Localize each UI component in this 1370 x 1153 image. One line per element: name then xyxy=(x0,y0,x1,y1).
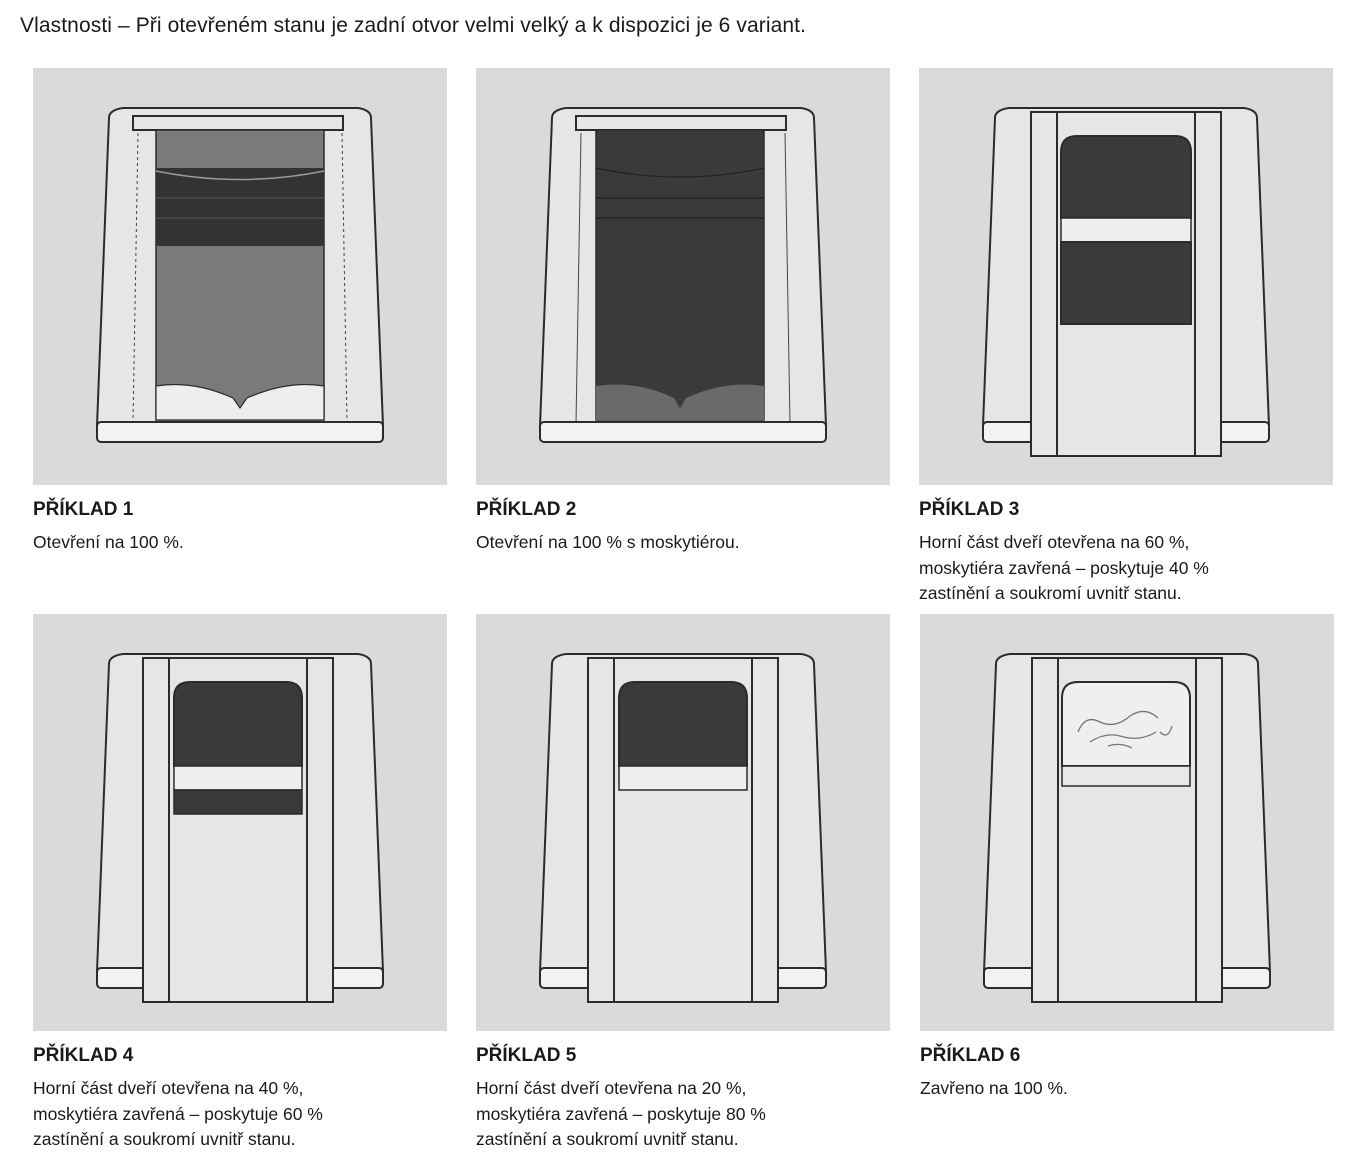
example-description-2: Otevření na 100 % s moskytiérou. xyxy=(476,532,740,552)
tent-illustration-1 xyxy=(33,68,447,485)
tent-illustration-6 xyxy=(920,614,1334,1031)
example-title-3: PŘÍKLAD 3 xyxy=(919,499,1020,520)
example-description-1: Otevření na 100 %. xyxy=(33,532,184,552)
example-card-3: PŘÍKLAD 3 Horní část dveří otevřena na 6… xyxy=(919,68,1333,607)
example-card-2: PŘÍKLAD 2 Otevření na 100 % s moskytiéro… xyxy=(476,68,890,556)
example-title-2: PŘÍKLAD 2 xyxy=(476,499,577,520)
example-card-6: PŘÍKLAD 6 Zavřeno na 100 %. xyxy=(920,614,1334,1102)
example-description-4: Horní část dveří otevřena na 40 %, mosky… xyxy=(33,1078,323,1149)
intro-text: Vlastnosti – Při otevřeném stanu je zadn… xyxy=(20,14,807,37)
example-title-6: PŘÍKLAD 6 xyxy=(920,1045,1021,1066)
tent-illustration-3 xyxy=(919,68,1333,485)
tent-illustration-5 xyxy=(476,614,890,1031)
tent-illustration-2 xyxy=(476,68,890,485)
example-description-5: Horní část dveří otevřena na 20 %, mosky… xyxy=(476,1078,766,1149)
example-description-3: Horní část dveří otevřena na 60 %, mosky… xyxy=(919,532,1209,603)
example-card-4: PŘÍKLAD 4 Horní část dveří otevřena na 4… xyxy=(33,614,447,1153)
example-title-5: PŘÍKLAD 5 xyxy=(476,1045,577,1066)
example-description-6: Zavřeno na 100 %. xyxy=(920,1078,1068,1098)
example-title-4: PŘÍKLAD 4 xyxy=(33,1045,134,1066)
example-title-1: PŘÍKLAD 1 xyxy=(33,499,134,520)
example-card-5: PŘÍKLAD 5 Horní část dveří otevřena na 2… xyxy=(476,614,890,1153)
tent-illustration-4 xyxy=(33,614,447,1031)
example-card-1: PŘÍKLAD 1 Otevření na 100 %. xyxy=(33,68,447,556)
